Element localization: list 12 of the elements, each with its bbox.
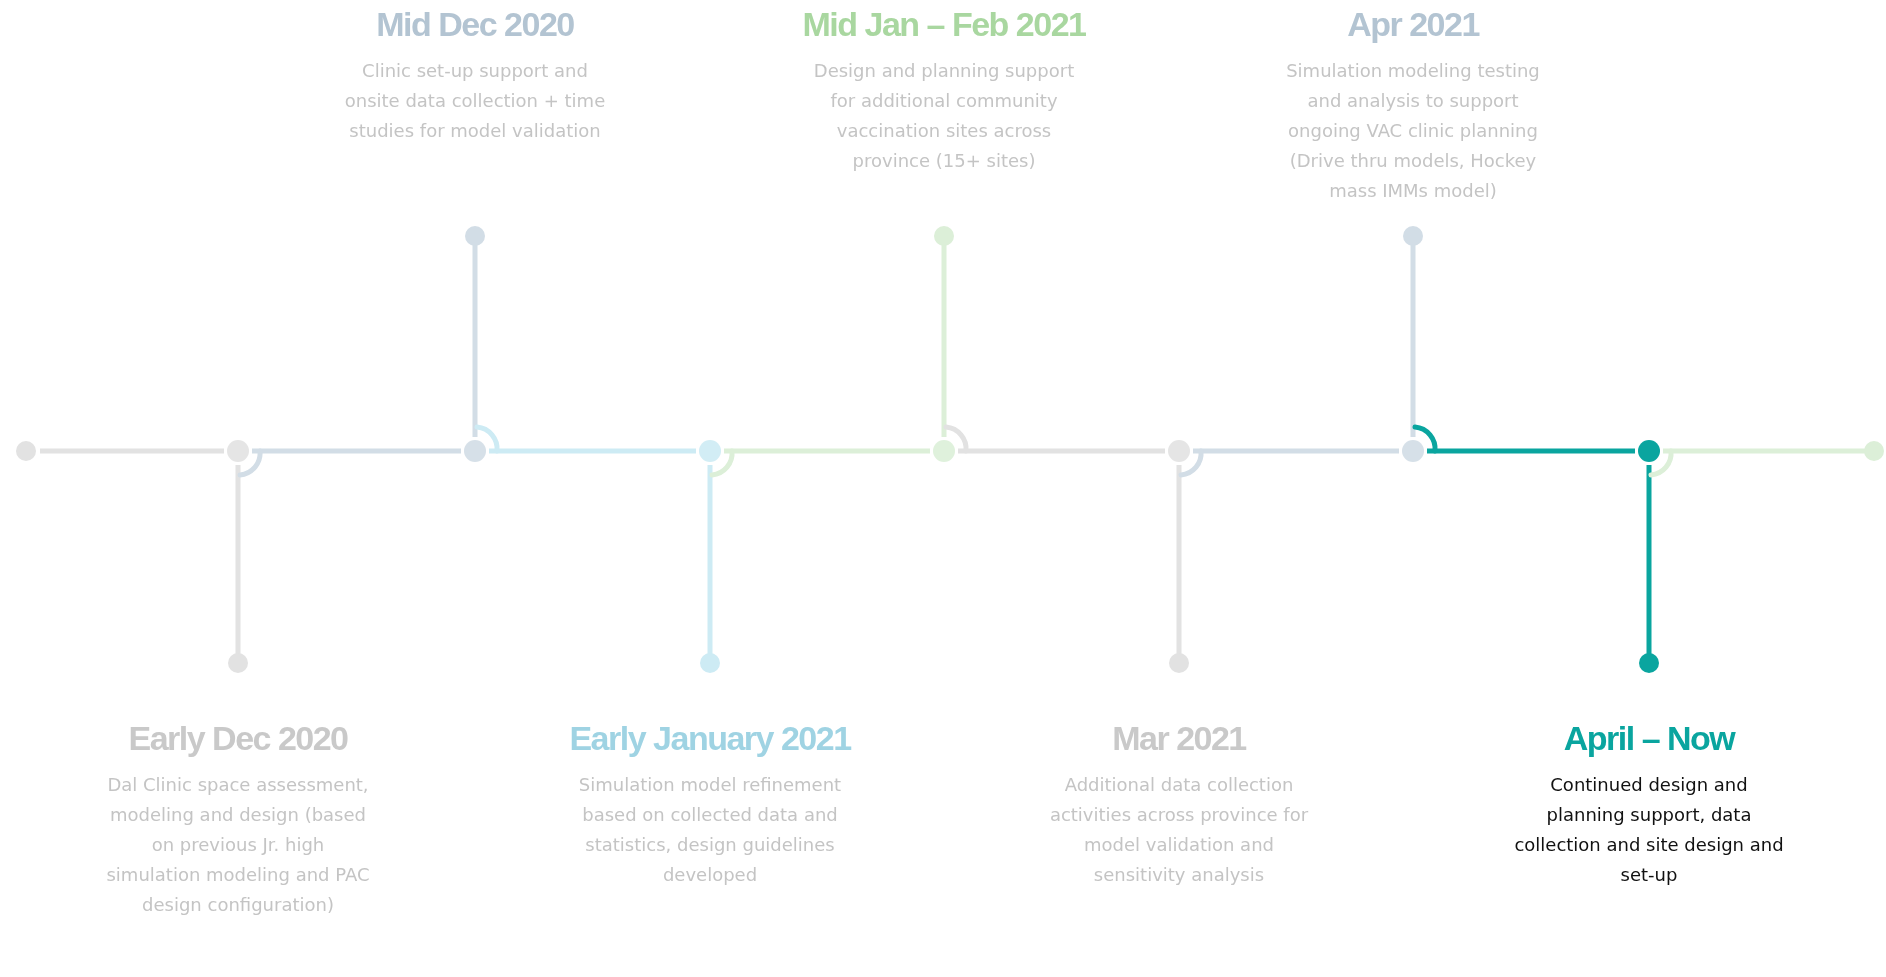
milestone-description: Clinic set-up support and onsite data collection + time studies for model validation [343,59,607,143]
milestone-date: Apr 2021 [1347,4,1479,44]
milestone-date: Mid Dec 2020 [376,4,574,44]
milestone-description: Simulation model refinement based on collected data and statistics, design guidelines developed [577,773,843,887]
milestone-description: Simulation modeling testing and analysis to support ongoing VAC clinic planning (Drive thru models, Hockey mass IMMs model) [1285,59,1541,203]
milestone-date: Early January 2021 [569,718,851,758]
milestone-description: Dal Clinic space assessment, modeling and design (based on previous Jr. high simulation modeling and PAC design configuration) [105,773,371,917]
milestone-description: Continued design and planning support, data collection and site design and set-up [1514,773,1784,887]
milestone-date: Mid Jan – Feb 2021 [802,4,1086,44]
milestone-description: Additional data collection activities across province for model validation and sensitivity analysis [1048,773,1310,887]
milestone-date: April – Now [1563,718,1735,758]
milestone-description: Design and planning support for additional community vaccination sites across province (15+ sites) [812,59,1076,173]
